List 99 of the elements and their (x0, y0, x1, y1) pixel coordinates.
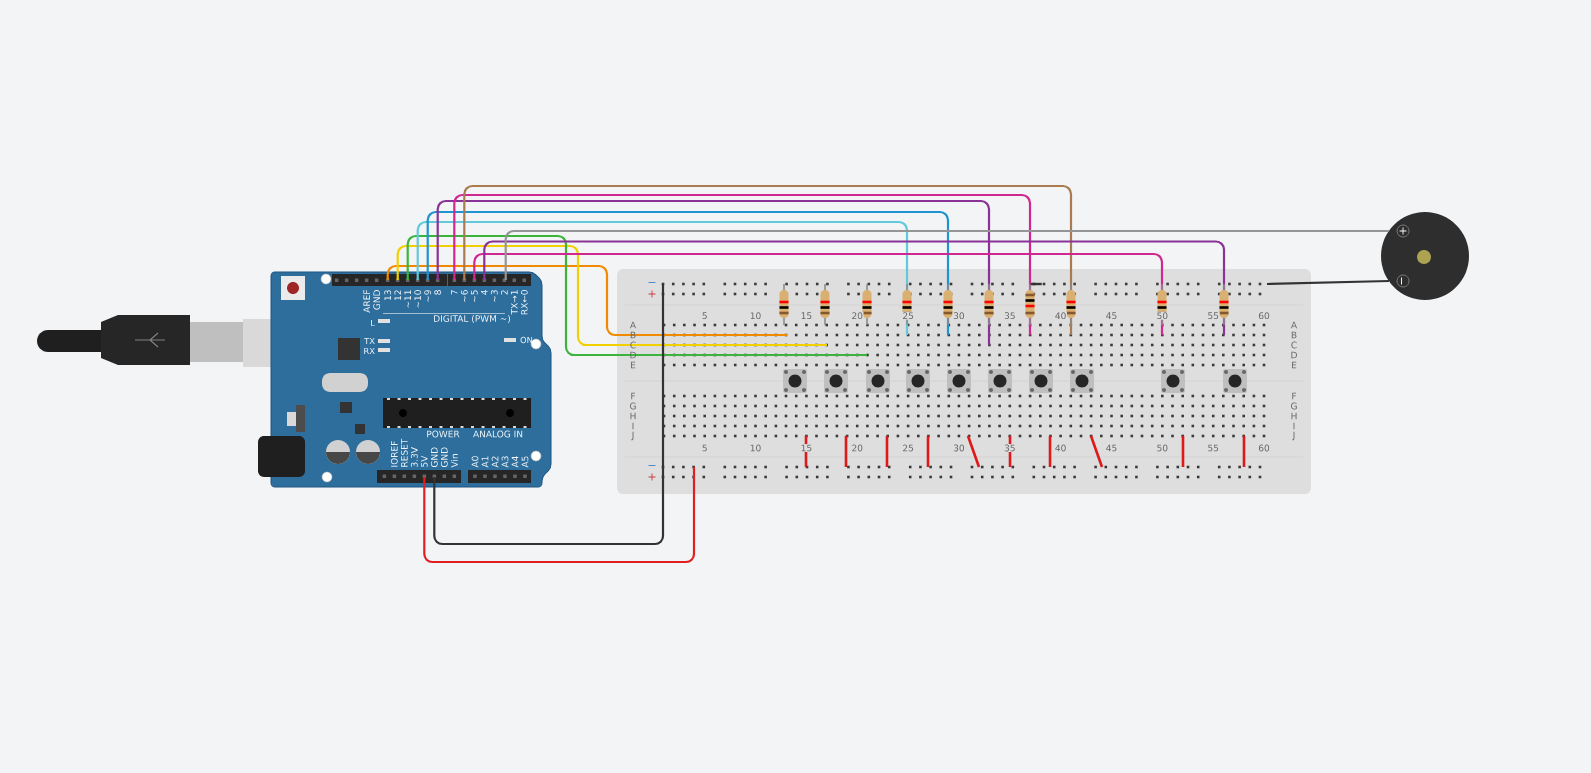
pin-label: RX←0 (520, 290, 528, 315)
wire (423, 467, 696, 564)
row-letter: B (630, 331, 636, 339)
column-number: 45 (1105, 311, 1118, 320)
wire (396, 244, 827, 347)
row-letter: E (631, 361, 636, 369)
wire (433, 284, 665, 546)
row-letter: C (1291, 341, 1297, 349)
pin-label: 4 (481, 290, 488, 295)
column-number: 50 (1156, 444, 1169, 452)
column-number: 60 (1257, 444, 1271, 452)
led-label: RX (364, 347, 375, 355)
pin-label: Vin (450, 454, 458, 468)
pin-label: 3.3V (410, 447, 418, 467)
column-number: 60 (1257, 311, 1271, 320)
row-letter: F (631, 392, 636, 400)
pin-label: A1 (481, 456, 489, 468)
pin-label: A3 (501, 456, 509, 468)
column-number: 30 (952, 444, 966, 452)
row-letter: E (1292, 361, 1297, 369)
pin-label: IOREF (390, 441, 398, 467)
column-number: 5 (701, 444, 709, 452)
wire (386, 264, 787, 337)
rail-sign: − (648, 465, 656, 466)
column-number: 20 (850, 311, 864, 320)
pin-label: AREF (363, 290, 370, 313)
pin-label: 5V (420, 455, 428, 467)
row-letter: B (1291, 331, 1297, 339)
column-number: 25 (901, 311, 915, 320)
rail-sign: + (648, 473, 656, 481)
wire (483, 240, 1226, 335)
pin-label: ~6 (460, 290, 468, 302)
wire (416, 220, 909, 335)
wire (426, 210, 950, 335)
column-number: 40 (1054, 444, 1067, 452)
terminal-sign: − (1401, 277, 1402, 285)
column-number: 25 (901, 444, 915, 452)
rail-sign: − (648, 282, 656, 283)
header-label: ANALOG IN (473, 430, 523, 438)
rail-sign: + (648, 290, 656, 298)
column-number: 40 (1054, 311, 1067, 320)
row-letter: H (630, 412, 636, 420)
row-letter: D (1291, 351, 1297, 359)
row-letter: G (630, 402, 636, 410)
row-letter: A (1291, 321, 1297, 329)
column-number: 15 (800, 311, 813, 320)
pin-label: ~9 (424, 290, 432, 302)
wire (406, 234, 867, 357)
pin-label: TX→1 (511, 290, 518, 315)
column-number: 55 (1206, 444, 1220, 452)
header-label: DIGITAL (PWM ~) (434, 315, 510, 323)
led-label: TX (364, 337, 375, 345)
led-label: L (371, 319, 375, 327)
row-letter: F (1292, 392, 1297, 400)
pin-label: GND (440, 447, 448, 467)
buzzer-drawing (1381, 212, 1469, 300)
pin-label: A0 (471, 456, 479, 468)
row-letter: D (630, 351, 636, 359)
column-number: 10 (749, 311, 762, 320)
pin-label: A5 (521, 456, 529, 468)
wire (473, 252, 1164, 335)
pin-label: ~3 (490, 290, 498, 302)
column-number: 20 (850, 444, 864, 452)
header-label: POWER (427, 430, 460, 438)
pin-label: ~10 (414, 290, 422, 308)
pin-label: GND (373, 290, 381, 310)
column-number: 10 (749, 444, 762, 452)
pin-label: ~5 (470, 290, 478, 302)
column-number: 30 (952, 311, 966, 320)
row-letter: J (631, 431, 634, 441)
column-number: 45 (1105, 444, 1118, 452)
row-letter: G (1291, 402, 1297, 410)
pin-label: 13 (384, 290, 392, 300)
pin-label: RESET (400, 438, 408, 467)
breadboard-drawing (617, 269, 1311, 494)
pin-label: 7 (451, 290, 458, 295)
pin-label: ~11 (404, 290, 411, 308)
wire (1267, 279, 1390, 286)
pin-label: 8 (434, 290, 442, 295)
pin-label: 12 (394, 290, 402, 300)
led-label: ON (520, 336, 533, 344)
microcontroller-board-drawing (258, 271, 552, 488)
pin-label: A4 (511, 456, 519, 468)
terminal-sign: + (1399, 227, 1407, 235)
column-number: 50 (1156, 311, 1169, 320)
wire (504, 229, 1389, 280)
column-number: 35 (1003, 444, 1017, 452)
pin-label: GND (430, 447, 438, 467)
column-number: 35 (1003, 311, 1017, 320)
row-letter: J (1292, 431, 1295, 441)
row-letter: H (1291, 412, 1297, 420)
column-number: 5 (701, 311, 709, 320)
row-letter: C (630, 341, 636, 349)
wire (436, 199, 991, 345)
column-number: 15 (800, 444, 813, 452)
pin-label: 2 (500, 290, 508, 295)
row-letter: A (630, 321, 636, 329)
pin-label: A2 (491, 456, 499, 468)
column-number: 55 (1206, 311, 1220, 320)
